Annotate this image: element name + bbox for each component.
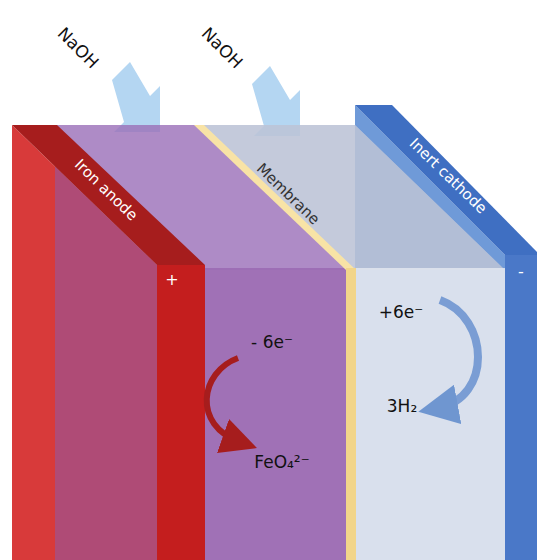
polarity-sign: + bbox=[165, 271, 178, 289]
catholyte-volume bbox=[203, 125, 505, 560]
cathode-front bbox=[505, 255, 537, 560]
product-label: FeO₄²⁻ bbox=[254, 453, 309, 472]
catholyte-top bbox=[203, 125, 505, 270]
electron-label: - 6e⁻ bbox=[251, 333, 293, 352]
feed-label: NaOH bbox=[198, 24, 246, 72]
product-label: 3H₂ bbox=[387, 397, 417, 416]
anode-front bbox=[157, 265, 205, 560]
feed-label: NaOH bbox=[54, 24, 102, 72]
anolyte-front bbox=[205, 268, 348, 560]
membrane-top bbox=[194, 125, 356, 270]
feed-arrow bbox=[112, 62, 160, 132]
oxidation-arrow bbox=[207, 358, 240, 442]
membrane-edge bbox=[346, 268, 356, 560]
catholyte-front bbox=[355, 268, 505, 560]
anode-top bbox=[12, 125, 205, 265]
cathode-top bbox=[355, 105, 537, 255]
electron-label: +6e⁻ bbox=[379, 303, 424, 322]
polarity-sign: - bbox=[518, 263, 524, 281]
reduction-arrow bbox=[438, 300, 478, 408]
